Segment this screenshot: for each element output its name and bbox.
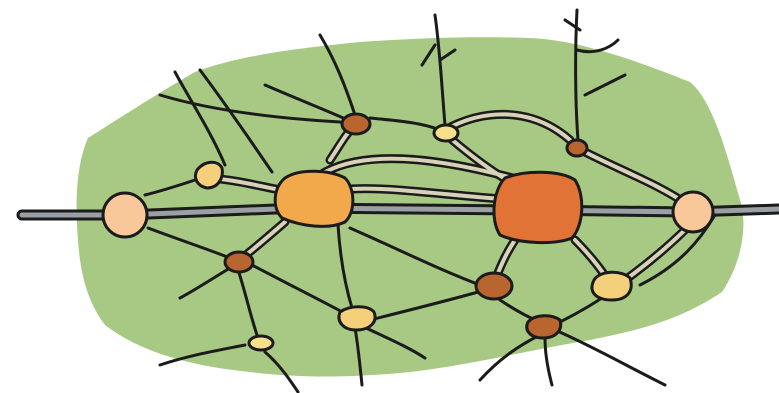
south-west-node: [223, 250, 255, 274]
north-node: [340, 112, 372, 136]
south-center-node: [337, 305, 377, 332]
west-gateway: [101, 191, 149, 239]
north-west-node: [193, 160, 224, 190]
east-hub: [492, 170, 584, 245]
south-east-node: [590, 270, 633, 302]
west-hub: [273, 169, 355, 228]
east-gateway: [671, 190, 715, 234]
north-east-node: [565, 138, 589, 158]
south-far-west-node: [247, 334, 275, 352]
south-mid-node: [474, 271, 514, 301]
south-far-east-node: [525, 314, 563, 340]
nodes: [101, 112, 715, 352]
north-center-node: [432, 123, 460, 143]
